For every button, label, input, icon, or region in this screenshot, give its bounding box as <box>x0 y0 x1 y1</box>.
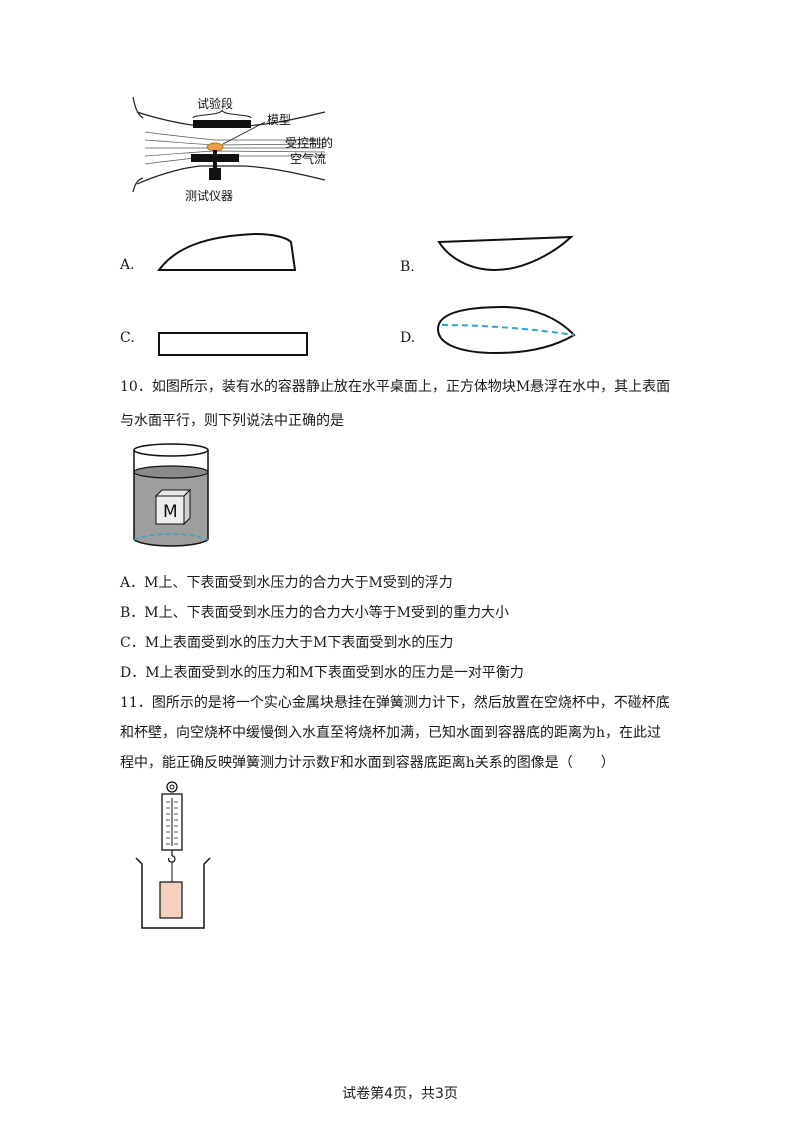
wind-tunnel-figure: 试验段 模型 受控制的 空气流 测试仪器 <box>132 96 333 203</box>
airflow-label-2: 空气流 <box>290 151 326 166</box>
option-b-label: B. <box>400 259 415 275</box>
option-a-shape <box>157 232 297 271</box>
q11-stem-line2: 和杯壁，向空烧杯中缓慢倒入水直至将烧杯加满，已知水面到容器底的距离为h，在此过 <box>120 725 662 741</box>
block-m-label: M <box>163 502 178 522</box>
container-figure: M <box>133 443 209 547</box>
page-footer: 试卷第4页，共3页 <box>342 1086 458 1102</box>
q10-option-b: B．M上、下表面受到水压力的合力大小等于M受到的重力大小 <box>120 605 509 621</box>
option-d-label: D. <box>400 330 416 346</box>
q10-option-d: D．M上表面受到水的压力和M下表面受到水的压力是一对平衡力 <box>120 665 524 681</box>
q10-stem-line2: 与水面平行，则下列说法中正确的是 <box>120 413 344 429</box>
q10-option-c: C．M上表面受到水的压力大于M下表面受到水的压力 <box>120 635 454 651</box>
test-section-label: 试验段 <box>197 96 233 111</box>
option-d-shape <box>436 305 576 355</box>
model-label: 模型 <box>267 113 291 127</box>
q10-stem-line1: 10．如图所示，装有水的容器静止放在水平桌面上，正方体物块M悬浮在水中，其上表面 <box>120 379 671 395</box>
airflow-label-1: 受控制的 <box>285 135 333 150</box>
q11-stem-line1: 11．图所示的是将一个实心金属块悬挂在弹簧测力计下，然后放置在空烧杯中，不碰杯底 <box>120 695 670 711</box>
spring-scale-beaker-figure <box>135 781 211 929</box>
q11-stem-line3: 程中，能正确反映弹簧测力计示数F和水面到容器底距离h关系的图像是（ ） <box>120 755 615 771</box>
option-c-label: C. <box>120 330 135 346</box>
option-c-shape <box>158 332 308 356</box>
q10-option-a: A．M上、下表面受到水压力的合力大于M受到的浮力 <box>120 575 453 591</box>
option-a-label: A. <box>120 257 135 273</box>
option-b-shape <box>437 235 574 272</box>
instrument-label: 测试仪器 <box>185 188 233 203</box>
